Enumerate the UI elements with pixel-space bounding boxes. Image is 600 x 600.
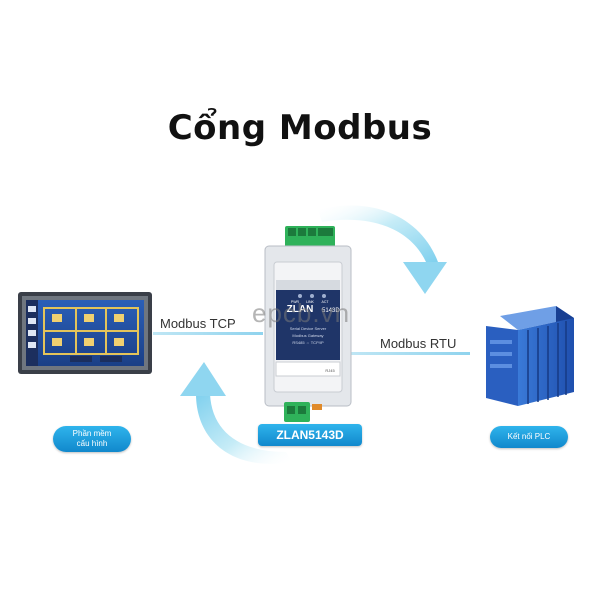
modbus-tcp-line [153, 332, 263, 335]
device-led-link: LINK [306, 300, 314, 304]
watermark-text: epcb.vn [252, 298, 351, 328]
device-brand: ZLAN [287, 304, 314, 315]
caption-left-line1: Phần mềm [72, 429, 112, 438]
hmi-screen-icon [18, 292, 152, 374]
zlan-device: ZLAN 5143D Serial Device Server Modbus G… [264, 226, 352, 422]
plc-rack-icon [486, 306, 574, 406]
caption-device-model: ZLAN5143D [258, 424, 362, 446]
caption-plc-connection: Kết nối PLC [490, 426, 568, 448]
device-desc-line3: RS485 ⇔ TCP/IP [292, 340, 324, 345]
modbus-tcp-label: Modbus TCP [160, 316, 236, 331]
page-title: Cổng Modbus [167, 108, 433, 148]
modbus-rtu-line [350, 352, 470, 355]
device-desc-line1: Serial Device Server [290, 326, 327, 331]
curved-arrow-bottom [180, 362, 292, 464]
device-model-small: 5143D [322, 308, 340, 314]
curved-arrow-top [318, 205, 447, 294]
device-port-label: RJ45 [325, 368, 335, 373]
device-led-pwr: PWR [291, 300, 300, 304]
device-desc-line2: Modbus Gateway [292, 333, 323, 338]
caption-left-line2: cấu hình [76, 439, 108, 448]
device-led-act: ACT [322, 300, 330, 304]
caption-config-software: Phần mềm cấu hình [53, 426, 131, 452]
modbus-rtu-label: Modbus RTU [380, 336, 457, 351]
